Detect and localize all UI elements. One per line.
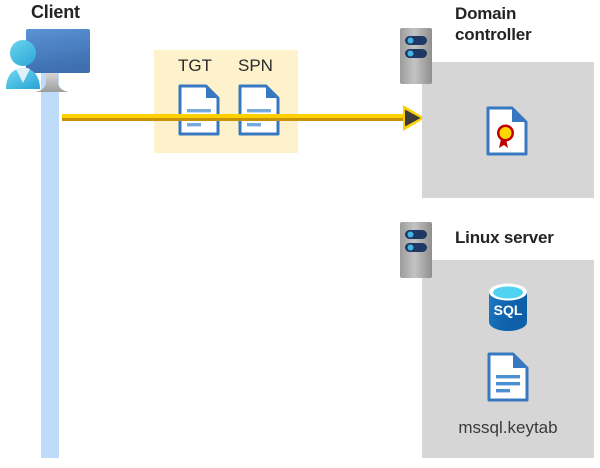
client-title: Client (31, 2, 80, 22)
spn-document-icon (238, 84, 280, 136)
flow-line-client-to-box (62, 114, 298, 121)
spn-label: SPN (238, 56, 273, 75)
svg-text:SQL: SQL (494, 302, 523, 318)
linux-server-rack-icon (400, 222, 432, 278)
flow-line-box-to-dc (286, 114, 408, 121)
client-lifeline (41, 66, 59, 458)
keytab-file-label: mssql.keytab (458, 418, 558, 437)
sql-database-icon: SQL (487, 283, 529, 331)
tgt-label: TGT (178, 56, 212, 75)
domain-controller-server-icon (400, 28, 432, 84)
tgt-document-icon (178, 84, 220, 136)
flow-arrowhead-icon (402, 104, 426, 132)
client-workstation-icon (4, 26, 98, 100)
domain-controller-title: Domain controller (455, 4, 532, 44)
keytab-document-icon (487, 352, 529, 402)
linux-server-title: Linux server (455, 228, 554, 247)
certificate-document-icon (486, 106, 528, 156)
